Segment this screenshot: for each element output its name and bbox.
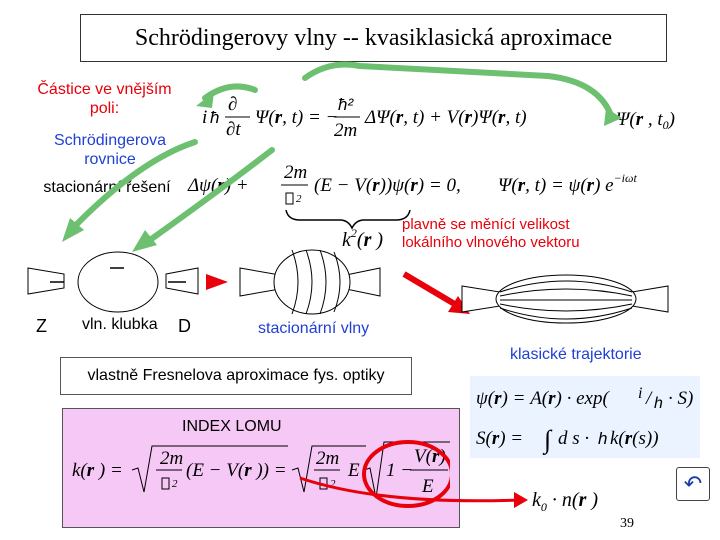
- svg-text:2m: 2m: [160, 448, 183, 469]
- schrodinger-label: Schrödingerova rovnice: [53, 132, 167, 169]
- svg-text:k(r ) =: k(r ) =: [72, 460, 123, 481]
- d-label: D: [178, 316, 191, 336]
- stationary-waves-label: stacionární vlny: [258, 320, 370, 337]
- k0-n: k0 · n(r ): [530, 482, 630, 524]
- index-label: INDEX LOMU: [182, 418, 282, 435]
- k-formula: k(r ) = 2m 2 (E − V(r )) = 2m 2 E 1 − V(…: [70, 440, 454, 516]
- svg-text:ΔΨ(r, t) + V(r)Ψ(r, t): ΔΨ(r, t) + V(r)Ψ(r, t): [364, 107, 527, 128]
- wkb-psi: ψ(r) = A(r) · exp( i / h · S): [474, 380, 700, 422]
- svg-text:∂: ∂: [228, 94, 237, 115]
- schrodinger-equation: i ħ ∂ ∂t Ψ(r, t) = − ħ² 2m ΔΨ(r, t) + V(…: [200, 88, 550, 152]
- svg-text:· S): · S): [668, 388, 693, 409]
- svg-text:2: 2: [330, 478, 336, 490]
- wkb-psi-graphic: ψ(r) = A(r) · exp( i / h · S): [476, 385, 693, 412]
- return-arrow-icon[interactable]: ↶: [676, 467, 710, 501]
- schrodinger-equation-graphic: i ħ ∂ ∂t Ψ(r, t) = − ħ² 2m ΔΨ(r, t) + V(…: [202, 94, 527, 141]
- svg-text:h: h: [654, 395, 663, 412]
- wkb-action: S(r) = ∫ d s · h k(r(s)): [474, 420, 700, 462]
- svg-text:(E − V(r )) =: (E − V(r )) =: [186, 460, 287, 481]
- svg-text:2m: 2m: [316, 448, 339, 469]
- refraction-index-panel: [62, 408, 460, 528]
- svg-text:ħ²: ħ²: [338, 95, 354, 114]
- slide-title: Schrödingerovy vlny -- kvasiklasická apr…: [80, 14, 667, 62]
- svg-text:Ψ(r, t) = ψ(r) e−iωt: Ψ(r, t) = ψ(r) e−iωt: [498, 171, 637, 196]
- svg-text:2m: 2m: [334, 120, 357, 141]
- initial-condition-graphic: Ψ(r , t0): [616, 109, 675, 132]
- svg-text:2m: 2m: [284, 162, 307, 183]
- svg-text:2: 2: [172, 478, 178, 490]
- svg-text:∫: ∫: [542, 425, 553, 455]
- page-number: 39: [620, 516, 634, 531]
- svg-text:k2(r ): k2(r ): [342, 226, 383, 251]
- helmholtz-equation-graphic: Δψ(r) + 2m 2 (E − V(r))ψ(r) = 0, Ψ(r, t)…: [187, 162, 637, 205]
- k-squared: k2(r ): [340, 222, 400, 262]
- svg-text:Ψ(r, t) = −: Ψ(r, t) = −: [255, 107, 338, 128]
- helmholtz-equation: Δψ(r) + 2m 2 (E − V(r))ψ(r) = 0, Ψ(r, t)…: [186, 160, 666, 218]
- svg-text:h: h: [598, 429, 607, 448]
- svg-text:ħ: ħ: [210, 108, 219, 127]
- particle-label: Částice ve vnějším poli:: [37, 81, 172, 118]
- svg-text:1 −: 1 −: [386, 460, 413, 481]
- svg-text:S(r) =: S(r) =: [476, 428, 523, 449]
- fresnel-note: vlastně Fresnelova aproximace fys. optik…: [60, 357, 412, 395]
- z-label: Z: [36, 316, 47, 336]
- k-squared-graphic: k2(r ): [342, 226, 383, 251]
- svg-text:E: E: [347, 460, 360, 481]
- svg-text:k(r(s)): k(r(s)): [610, 428, 659, 449]
- svg-text:(E − V(r))ψ(r) = 0,: (E − V(r))ψ(r) = 0,: [314, 175, 461, 196]
- k0-n-graphic: k0 · n(r ): [532, 489, 598, 514]
- classical-trajectories-label: klasické trajektorie: [510, 346, 642, 363]
- svg-text:i: i: [202, 107, 207, 128]
- wkb-panel: [470, 376, 700, 458]
- packet-label: vln. klubka: [82, 316, 158, 333]
- svg-text:E: E: [421, 476, 434, 497]
- initial-condition: Ψ(r , t0): [614, 105, 694, 141]
- fresnel-text: vlastně Fresnelova aproximace fys. optik…: [87, 367, 385, 384]
- k-formula-graphic: k(r ) = 2m 2 (E − V(r )) = 2m 2 E 1 − V(…: [72, 440, 454, 508]
- svg-text:i: i: [638, 385, 642, 402]
- svg-text:2: 2: [296, 193, 302, 205]
- stationary-solution-label: stacionární řešení: [43, 179, 171, 196]
- svg-text:d s ·: d s ·: [558, 428, 589, 449]
- svg-text:/: /: [645, 388, 653, 409]
- svg-text:ψ(r) = A(r) · exp(: ψ(r) = A(r) · exp(: [476, 388, 610, 409]
- svg-text:∂t: ∂t: [226, 119, 241, 140]
- svg-text:Ψ(r , t0): Ψ(r , t0): [616, 109, 675, 132]
- wkb-action-graphic: S(r) = ∫ d s · h k(r(s)): [476, 425, 659, 455]
- smooth-wavevector-label: plavně se měnící velikost lokálního vlno…: [402, 216, 580, 251]
